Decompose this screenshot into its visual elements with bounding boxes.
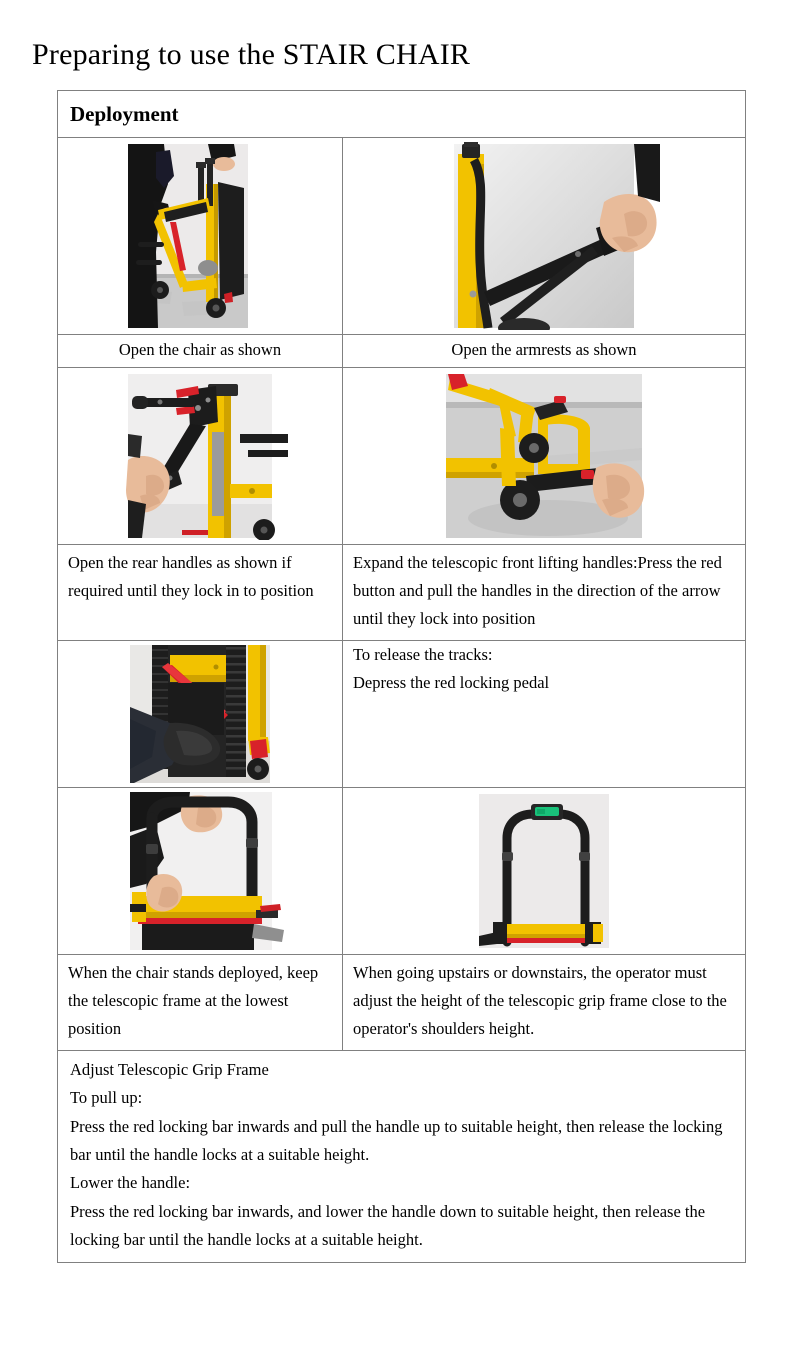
- adjust-grip-frame-instructions-cell: Adjust Telescopic Grip Frame To pull up:…: [57, 1049, 746, 1264]
- caption-lowest-position: When the chair stands deployed, keep the…: [57, 953, 343, 1051]
- table-row-captions-2: Open the rear handles as shown if requir…: [57, 543, 746, 641]
- table-row-photos-1: [57, 137, 746, 336]
- section-header-cell: Deployment: [57, 89, 746, 139]
- foot-depressing-red-locking-pedal-photo: [112, 644, 288, 783]
- deployment-instructions-table: Deployment: [57, 89, 746, 1264]
- caption-front-lifting-handles: Expand the telescopic front lifting hand…: [342, 543, 746, 641]
- release-tracks-line-1: To release the tracks:: [353, 644, 493, 664]
- photo-cell-open-chair: [57, 137, 343, 336]
- photo-cell-front-lifting-handles: [342, 366, 746, 545]
- caption-open-chair: Open the chair as shown: [57, 334, 343, 368]
- hand-opening-armrest-photo: [428, 142, 660, 331]
- telescopic-grip-frame-with-green-display-photo: [463, 791, 625, 950]
- stair-chair-folded-being-opened-photo: [112, 142, 288, 331]
- release-tracks-line-2: Depress the red locking pedal: [353, 673, 550, 693]
- table-row-section-header: Deployment: [57, 89, 746, 139]
- adjust-line-title: Adjust Telescopic Grip Frame: [70, 1059, 269, 1079]
- table-row-captions-1: Open the chair as shown Open the armrest…: [57, 334, 746, 368]
- adjust-line-pullup-body: Press the red locking bar inwards and pu…: [70, 1116, 723, 1164]
- table-row-photos-3: [57, 786, 746, 955]
- hand-on-telescopic-grip-frame-lowest-position-photo: [112, 791, 288, 950]
- page-title: Preparing to use the STAIR CHAIR: [32, 38, 471, 71]
- caption-open-armrests: Open the armrests as shown: [342, 334, 746, 368]
- table-row-release-tracks: To release the tracks: Depress the red l…: [57, 639, 746, 788]
- photo-cell-locking-pedal: [57, 639, 343, 788]
- photo-cell-grip-frame-lowest: [57, 786, 343, 955]
- photo-cell-grip-frame-raised: [342, 786, 746, 955]
- text-cell-release-tracks: To release the tracks: Depress the red l…: [342, 639, 746, 788]
- table-row-photos-2: [57, 366, 746, 545]
- caption-shoulder-height: When going upstairs or downstairs, the o…: [342, 953, 746, 1051]
- hand-opening-rear-handle-photo: [112, 371, 288, 540]
- adjust-line-pullup-label: To pull up:: [70, 1088, 143, 1108]
- photo-cell-rear-handles: [57, 366, 343, 545]
- photo-cell-open-armrests: [342, 137, 746, 336]
- adjust-line-lower-label: Lower the handle:: [70, 1173, 191, 1193]
- hand-pulling-telescopic-front-lifting-handle-photo: [438, 371, 650, 540]
- table-row-captions-3: When the chair stands deployed, keep the…: [57, 953, 746, 1051]
- adjust-line-lower-body: Press the red locking bar inwards, and l…: [70, 1201, 706, 1250]
- table-row-adjust-instructions: Adjust Telescopic Grip Frame To pull up:…: [57, 1049, 746, 1264]
- caption-rear-handles: Open the rear handles as shown if requir…: [57, 543, 343, 641]
